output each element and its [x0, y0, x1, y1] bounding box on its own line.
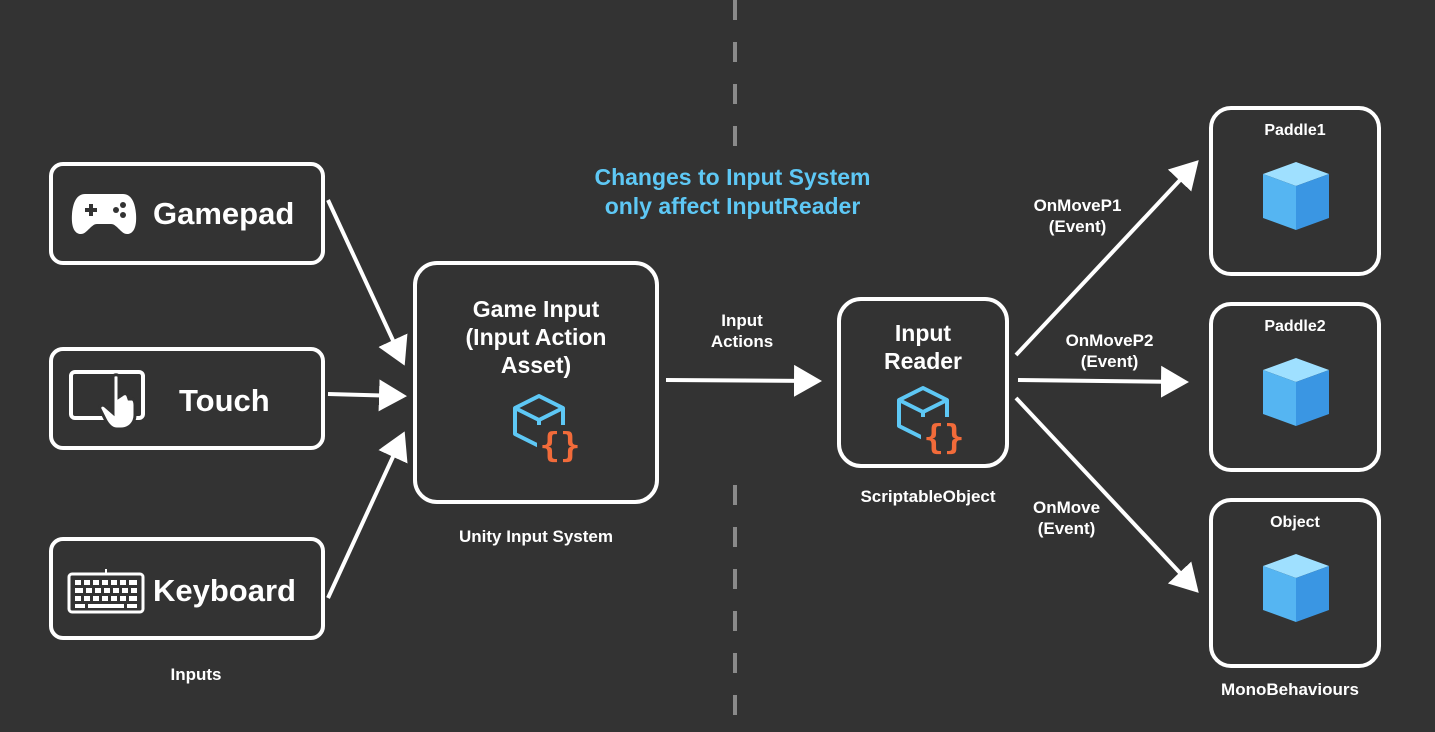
event-onmovep1-line-1: OnMoveP1	[1033, 196, 1122, 215]
edge-input-actions-label: Input Actions	[692, 310, 792, 352]
game-input-node: Game Input (Input Action Asset) {}	[413, 261, 659, 504]
input-reader-line-2: Reader	[884, 348, 962, 374]
target-object-label: Object	[1270, 514, 1320, 531]
note-text: Changes to Input System only affect Inpu…	[560, 163, 905, 221]
input-touch-label: Touch	[179, 383, 270, 418]
input-keyboard: Keyboard	[49, 537, 325, 640]
svg-text:{}: {}	[540, 426, 581, 463]
game-input-caption: Unity Input System	[459, 527, 613, 546]
target-paddle2: Paddle2	[1209, 302, 1381, 472]
game-input-line-1: Game Input	[472, 296, 600, 322]
cube-icon	[1263, 358, 1329, 426]
svg-text:{}: {}	[924, 418, 965, 455]
touch-icon	[69, 370, 145, 431]
input-touch: Touch	[49, 347, 325, 450]
input-gamepad: Gamepad	[49, 162, 325, 265]
game-input-line-2: (Input Action	[465, 324, 607, 350]
input-reader-caption: ScriptableObject	[860, 487, 996, 506]
arrow-gamepad-to-game-input	[326, 199, 408, 366]
cube-icon	[1263, 554, 1329, 622]
target-paddle2-label: Paddle2	[1264, 318, 1326, 335]
game-input-line-3: Asset)	[500, 352, 572, 378]
keyboard-icon	[67, 569, 145, 614]
arrow-touch-to-game-input	[327, 379, 407, 412]
arrow-reader-to-paddle1	[1014, 160, 1199, 357]
event-label-onmovep2: OnMoveP2 (Event)	[1047, 330, 1172, 372]
targets-caption: MonoBehaviours	[1221, 680, 1359, 699]
event-onmovep2-line-2: (Event)	[1080, 352, 1139, 371]
arrow-keyboard-to-game-input	[326, 431, 408, 599]
cube-icon	[1263, 162, 1329, 230]
note-line-1: Changes to Input System	[594, 164, 871, 190]
note-line-2: only affect InputReader	[604, 193, 861, 219]
input-keyboard-label: Keyboard	[153, 573, 296, 608]
event-label-onmove: OnMove (Event)	[1004, 497, 1129, 539]
input-reader-line-1: Input	[894, 320, 952, 346]
event-onmovep2-line-1: OnMoveP2	[1065, 331, 1154, 350]
event-onmove-line-2: (Event)	[1037, 519, 1096, 538]
scriptable-object-icon: {}	[897, 386, 967, 455]
edge-input-actions-line-1: Input	[721, 311, 763, 330]
event-label-onmovep1: OnMoveP1 (Event)	[1015, 195, 1140, 237]
event-onmovep1-line-2: (Event)	[1048, 217, 1107, 236]
edge-input-actions-line-2: Actions	[710, 332, 774, 351]
inputs-caption: Inputs	[170, 665, 222, 684]
event-onmove-line-1: OnMove	[1032, 498, 1101, 517]
input-reader-node: Input Reader {}	[837, 297, 1009, 468]
arrow-reader-to-object	[1014, 396, 1199, 593]
scriptable-object-icon: {}	[513, 394, 583, 463]
gamepad-icon	[71, 194, 137, 234]
arrow-reader-to-paddle2	[1017, 365, 1189, 398]
target-paddle1: Paddle1	[1209, 106, 1381, 276]
input-gamepad-label: Gamepad	[153, 196, 295, 231]
target-object: Object	[1209, 498, 1381, 668]
arrow-game-input-to-reader	[665, 364, 822, 397]
target-paddle1-label: Paddle1	[1264, 122, 1326, 139]
game-input-title: Game Input (Input Action Asset)	[417, 295, 655, 379]
input-reader-title: Input Reader	[841, 319, 1005, 375]
